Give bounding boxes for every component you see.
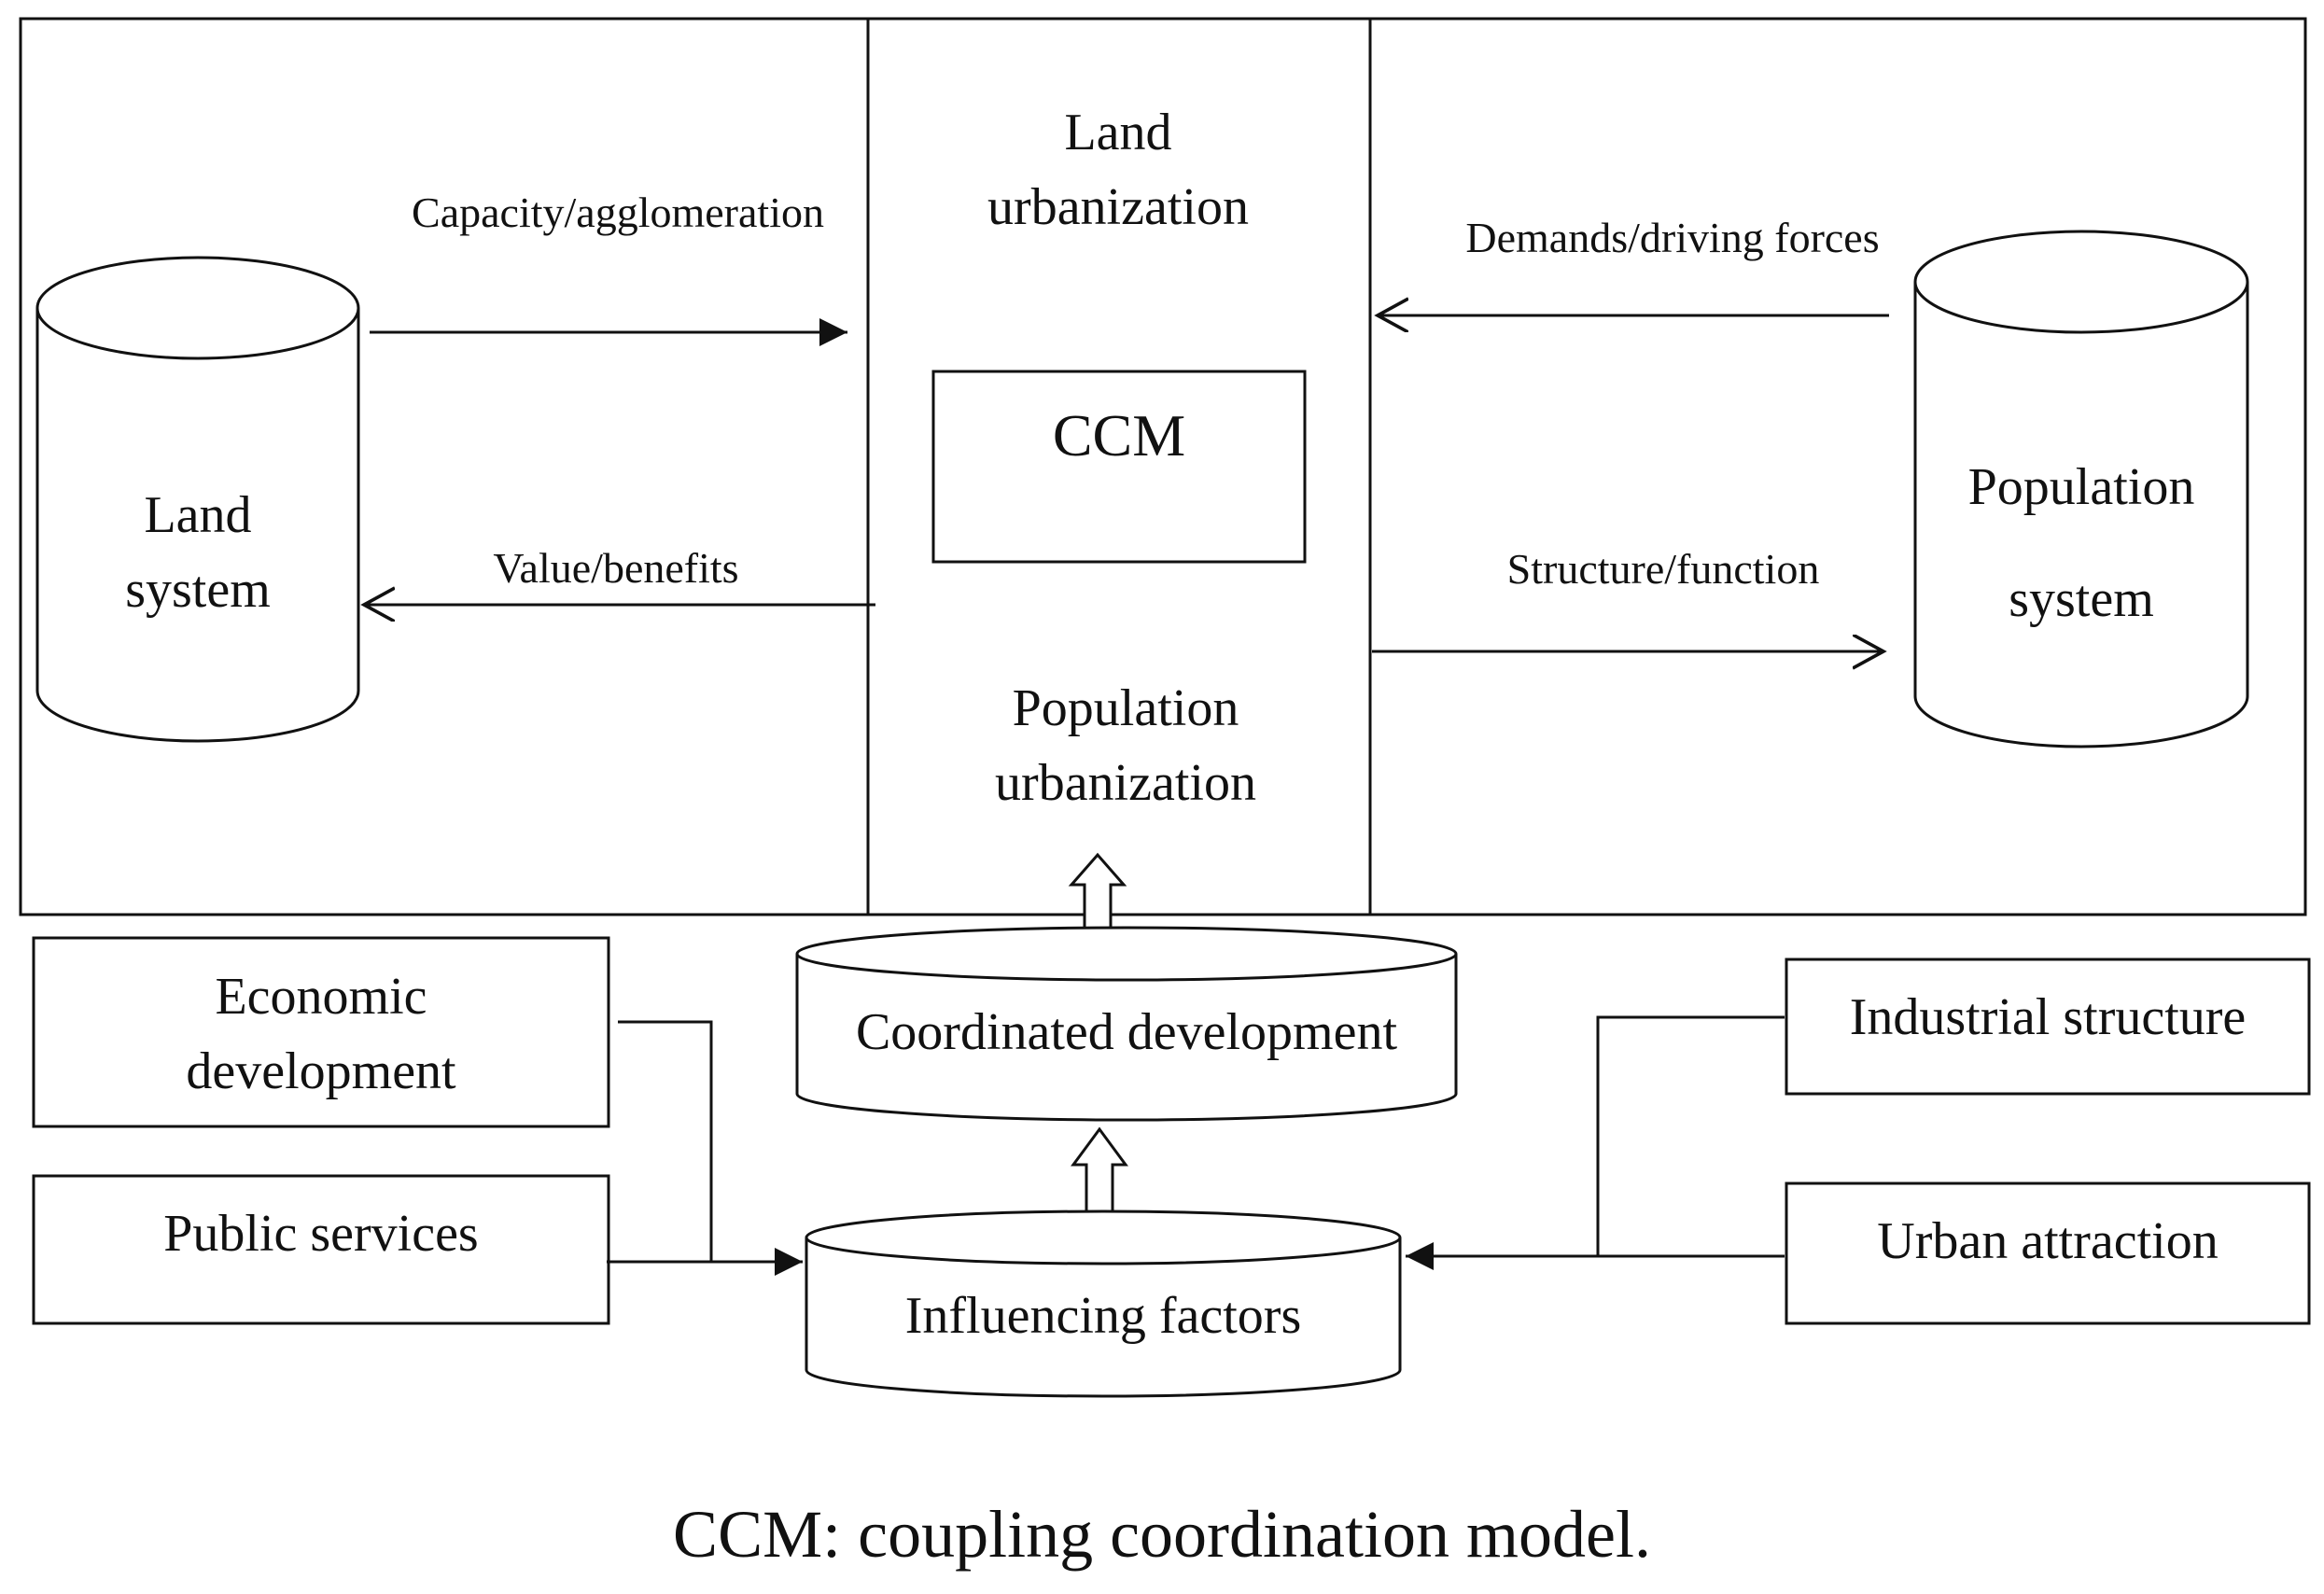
hollow-arrow-lower	[1071, 1126, 1128, 1215]
influencing-label: Influencing factors	[905, 1287, 1301, 1345]
economic-development-box	[32, 936, 610, 1128]
land-urbanization-line1: Land	[1064, 104, 1171, 161]
value-label: Value/benefits	[493, 544, 738, 592]
influencing-factors-cylinder: Influencing factors	[805, 1209, 1402, 1398]
population-system-line2: system	[2009, 570, 2154, 628]
public-services-label: Public services	[163, 1205, 478, 1263]
caption: CCM: coupling coordination model.	[673, 1497, 1651, 1572]
economic-connector	[618, 1020, 713, 1262]
coordinated-label: Coordinated development	[856, 1003, 1398, 1061]
coordinated-development-cylinder: Coordinated development	[795, 926, 1458, 1122]
population-urbanization-line2: urbanization	[995, 754, 1256, 812]
economic-line2: development	[186, 1042, 456, 1100]
urban-attraction-box	[1785, 1182, 2311, 1325]
hollow-arrow-upper	[1068, 852, 1127, 935]
population-system-cylinder: Population system	[1913, 230, 2249, 748]
public-services-box	[32, 1174, 610, 1325]
urban-label: Urban attraction	[1877, 1212, 2218, 1270]
ccm-box	[931, 370, 1307, 564]
demands-label: Demands/driving forces	[1465, 214, 1879, 261]
land-system-line2: system	[125, 561, 271, 619]
population-urbanization-line1: Population	[1013, 679, 1239, 737]
industrial-structure-box	[1785, 958, 2311, 1096]
population-system-line1: Population	[1968, 458, 2195, 516]
ccm-label: CCM	[1053, 402, 1185, 468]
top-frame	[19, 17, 2307, 916]
economic-line1: Economic	[215, 968, 427, 1026]
land-system-cylinder: Land system	[35, 256, 360, 743]
structure-label: Structure/function	[1507, 545, 1820, 593]
industrial-label: Industrial structure	[1850, 988, 2247, 1046]
capacity-label: Capacity/agglomeration	[412, 189, 824, 236]
land-system-line1: Land	[144, 486, 251, 544]
land-urbanization-line2: urbanization	[987, 178, 1249, 236]
industrial-connector	[1596, 1015, 1785, 1256]
